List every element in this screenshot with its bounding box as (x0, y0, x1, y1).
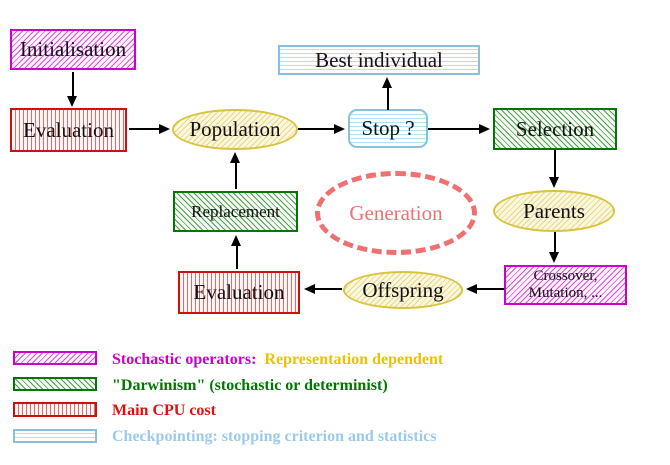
node-replacement-label: Replacement (191, 201, 280, 221)
node-evaluation-bottom: Evaluation (178, 271, 300, 314)
arrow-parents-to-crossover (554, 232, 556, 252)
arrow-evaluation-to-population (129, 128, 159, 130)
legend-checkpointing-label: Checkpointing: stopping criterion and st… (112, 428, 437, 445)
node-parents: Parents (493, 190, 615, 232)
arrowhead-init-to-evaluation (67, 96, 77, 107)
node-evaluation-top-label: Evaluation (23, 117, 114, 142)
node-evaluation-bottom-label: Evaluation (193, 280, 285, 304)
node-population-label: Population (189, 117, 281, 141)
generation-label: Generation (349, 200, 443, 225)
node-crossover-line1: Crossover, (533, 268, 598, 284)
arrow-population-to-stop (298, 128, 334, 130)
arrowhead-selection-to-parents (549, 177, 559, 188)
node-offspring: Offspring (343, 271, 463, 309)
node-parents-label: Parents (523, 198, 585, 223)
arrowhead-stop-to-selection (479, 124, 490, 134)
node-crossover-line2: Mutation, ... (528, 285, 603, 301)
arrow-replacement-to-population (235, 163, 237, 189)
node-initialisation-label: Initialisation (19, 37, 127, 61)
node-stop-label: Stop ? (361, 116, 415, 140)
arrow-offspring-to-evaluation (315, 288, 342, 290)
arrowhead-parents-to-crossover (549, 252, 559, 263)
node-best-individual-label: Best individual (315, 47, 443, 72)
legend-swatch-main-cpu-cost (13, 402, 97, 417)
node-replacement: Replacement (173, 191, 298, 232)
arrowhead-replacement-to-population (230, 152, 240, 163)
generation-loop-ellipse: Generation (315, 171, 477, 255)
arrowhead-offspring-to-evaluation (304, 284, 315, 294)
node-selection-label: Selection (515, 116, 595, 141)
legend-swatch-checkpointing (13, 429, 97, 443)
legend-text-stochastic-operators: Stochastic operators: Representation depe… (112, 350, 443, 369)
legend-text-darwinism: "Darwinism" (stochastic or determinist) (112, 376, 388, 395)
arrowhead-evaluation-to-replacement (231, 235, 241, 246)
legend-cpu-label: Main CPU cost (112, 402, 216, 419)
arrowhead-evaluation-to-population (159, 124, 170, 134)
legend-stochastic-suffix: Representation dependent (264, 351, 444, 368)
node-stop: Stop ? (348, 109, 428, 148)
legend-swatch-stochastic-operators (13, 351, 97, 365)
legend-darwinism-label: "Darwinism" (stochastic or determinist) (112, 377, 388, 394)
arrow-stop-to-selection (428, 128, 479, 130)
node-offspring-label: Offspring (362, 277, 444, 302)
legend-stochastic-label: Stochastic operators: (112, 351, 257, 368)
arrowhead-crossover-to-offspring (466, 284, 477, 294)
arrow-evaluation-to-replacement (236, 246, 238, 269)
arrow-selection-to-parents (554, 150, 556, 177)
legend-text-main-cpu-cost: Main CPU cost (112, 401, 216, 420)
node-evaluation-top: Evaluation (10, 108, 127, 152)
node-best-individual: Best individual (278, 45, 480, 75)
arrowhead-stop-to-best-individual (382, 77, 392, 88)
arrow-crossover-to-offspring (477, 288, 504, 290)
node-selection: Selection (493, 108, 617, 150)
node-initialisation: Initialisation (10, 29, 136, 70)
arrow-init-to-evaluation (72, 72, 74, 96)
node-population: Population (172, 109, 298, 150)
node-crossover-mutation: Crossover, Mutation, ... (504, 265, 627, 305)
legend-text-checkpointing: Checkpointing: stopping criterion and st… (112, 427, 436, 446)
arrowhead-population-to-stop (334, 124, 345, 134)
legend-swatch-darwinism (13, 377, 97, 391)
arrow-stop-to-best-individual (387, 88, 389, 110)
